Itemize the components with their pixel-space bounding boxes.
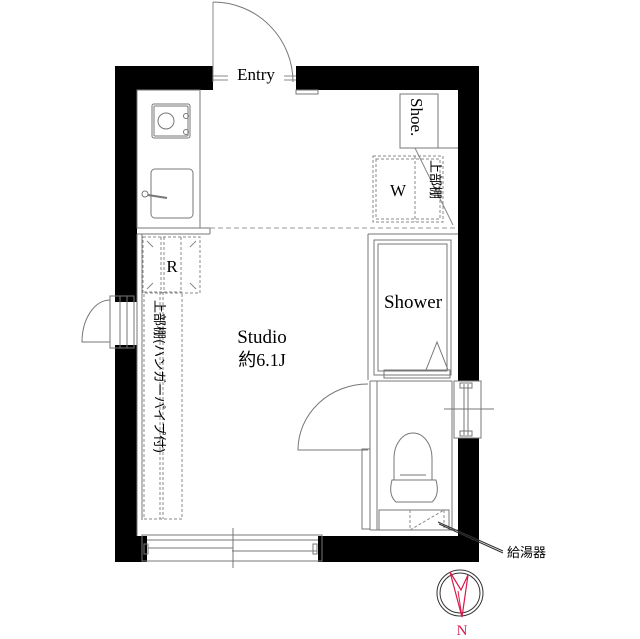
shoe-cabinet [399, 93, 458, 149]
upper-shelf-label: 上部棚 [427, 160, 442, 199]
kitchen [136, 89, 458, 235]
water-heater-label: 給湯器 [507, 546, 546, 561]
entry-label: Entry [237, 65, 275, 84]
shoe-label: Shoe. [407, 98, 426, 136]
exterior-walls [115, 66, 479, 562]
studio-label: Studio [237, 327, 287, 348]
compass-icon [436, 569, 484, 618]
refrigerator-area [142, 236, 201, 294]
sink-icon [141, 168, 194, 219]
bottom-window [141, 528, 323, 568]
studio-size: 約6.1J [238, 350, 286, 370]
upper-shelf-hanger-label: 上部棚(ハンガーパイプ付) [151, 300, 166, 453]
wardrobe-label: W [390, 181, 407, 200]
wardrobe [372, 147, 454, 226]
stove-icon [151, 103, 191, 139]
closet-left [136, 234, 183, 536]
water-heater-icon [378, 509, 450, 531]
entry-door [212, 1, 319, 95]
compass-north-label: N [457, 623, 468, 639]
toilet-room [297, 380, 458, 531]
side-door [81, 295, 135, 349]
shower-label: Shower [384, 292, 443, 313]
right-window [444, 380, 494, 439]
refrigerator-label: R [166, 257, 178, 276]
shower-room [367, 233, 458, 380]
toilet-icon [390, 432, 438, 503]
